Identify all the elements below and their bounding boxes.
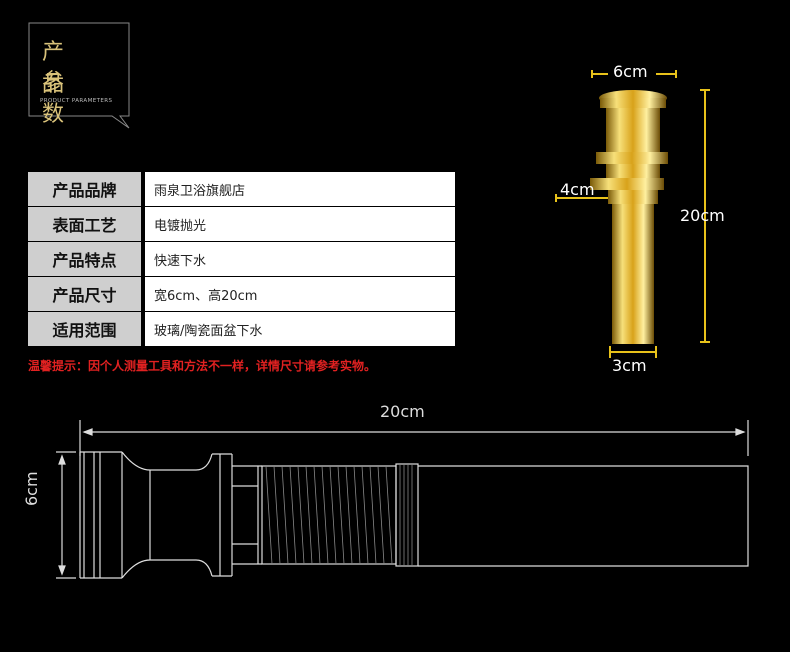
dim-thread: 4cm: [560, 180, 595, 199]
param-key: 适用范围: [28, 312, 145, 346]
badge-subtitle: PRODUCT PARAMETERS: [40, 98, 113, 104]
param-key: 表面工艺: [28, 207, 145, 241]
gold-dimension-lines: [555, 70, 710, 358]
badge-frame: [28, 22, 130, 129]
param-value: 宽6cm、高20cm: [145, 277, 455, 311]
param-row-feature: 产品特点 快速下水: [28, 242, 455, 277]
gold-drain-image: [590, 90, 668, 344]
dim-length: 20cm: [380, 402, 425, 421]
param-row-usage: 适用范围 玻璃/陶瓷面盆下水: [28, 312, 455, 347]
param-row-brand: 产品品牌 雨泉卫浴旗舰店: [28, 172, 455, 207]
dim-bottom: 3cm: [612, 356, 647, 375]
param-value: 电镀抛光: [145, 207, 455, 241]
dim-height: 20cm: [680, 206, 725, 225]
dim-diameter: 6cm: [22, 471, 41, 506]
product-parameters-badge: 产 品 参 数 PRODUCT PARAMETERS: [28, 22, 130, 130]
param-row-finish: 表面工艺 电镀抛光: [28, 207, 455, 242]
dim-top-width: 6cm: [613, 62, 648, 81]
measurement-note: 温馨提示：因个人测量工具和方法不一样，详情尺寸请参考实物。: [28, 359, 377, 373]
thread-hatching: [265, 464, 413, 566]
badge-title-line2: 参 数: [42, 70, 79, 127]
param-value: 快速下水: [145, 242, 455, 276]
badge-title-line1: 产 品: [42, 40, 79, 97]
param-key: 产品品牌: [28, 172, 145, 206]
param-value: 玻璃/陶瓷面盆下水: [145, 312, 455, 346]
side-view-drawing: [56, 420, 749, 579]
param-key: 产品特点: [28, 242, 145, 276]
parameter-table: 产品品牌 雨泉卫浴旗舰店 表面工艺 电镀抛光 产品特点 快速下水 产品尺寸 宽6…: [28, 172, 455, 347]
param-value: 雨泉卫浴旗舰店: [145, 172, 455, 206]
param-key: 产品尺寸: [28, 277, 145, 311]
param-row-size: 产品尺寸 宽6cm、高20cm: [28, 277, 455, 312]
